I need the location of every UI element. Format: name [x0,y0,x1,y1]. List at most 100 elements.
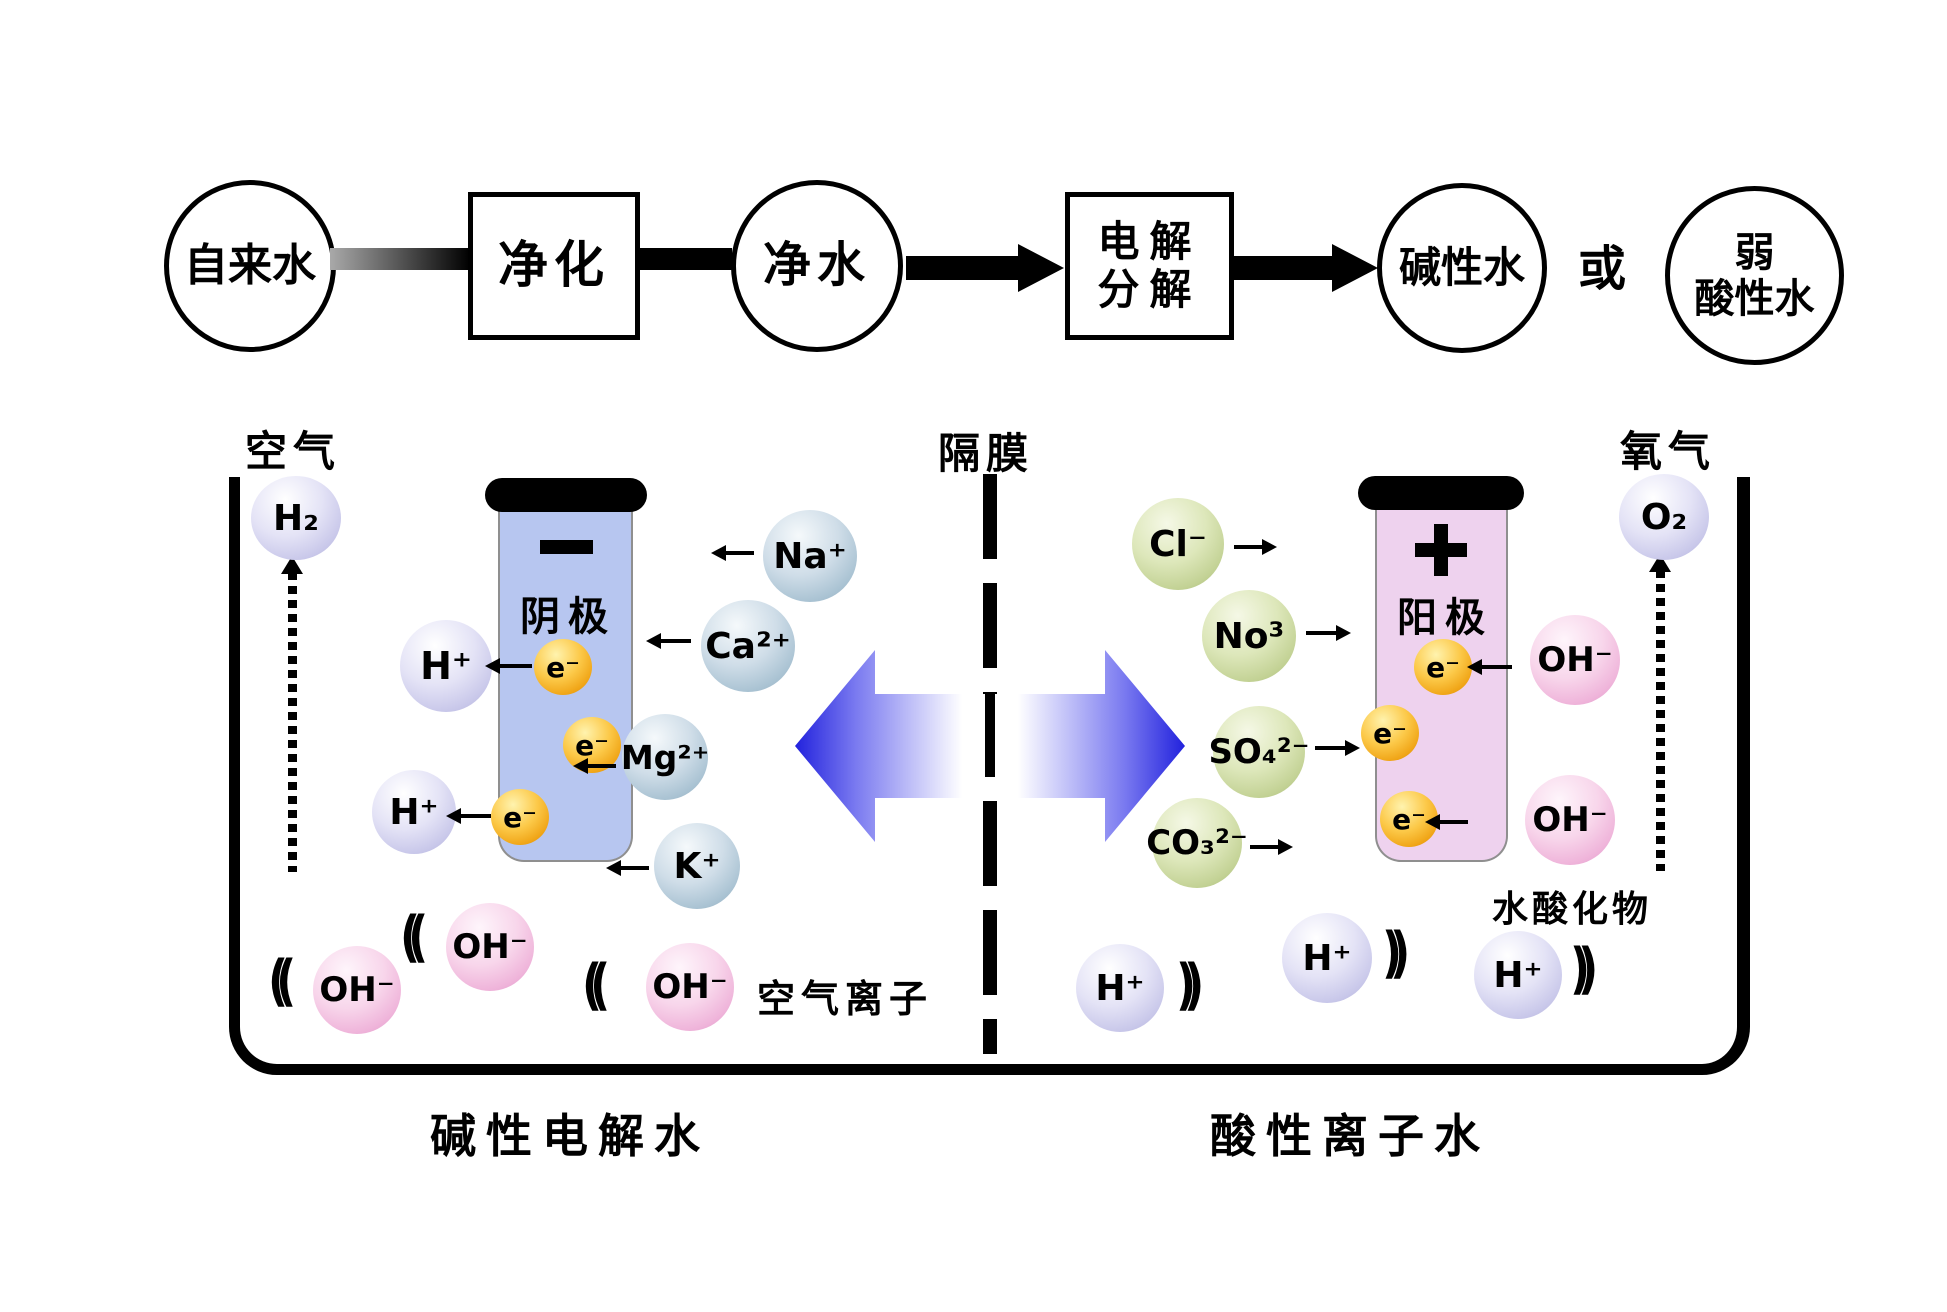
electron-transfer-arrow [446,808,491,824]
co3-label: CO₃²⁻ [1146,823,1248,863]
ion-arrow [711,545,754,561]
electron-label: e⁻ [1426,650,1460,684]
purification-label: 净化 [498,236,610,295]
electron-label: e⁻ [546,650,580,684]
no3-label: No³ [1213,615,1285,657]
electron-sphere: e⁻ [534,639,592,695]
oh-minus-sphere: OH⁻ [1530,615,1620,705]
ion-arrow [1306,625,1351,641]
vibration-marks: )) [1382,921,1410,986]
oh-minus-sphere: OH⁻ [446,903,534,991]
electron-label: e⁻ [1373,716,1407,750]
anion-sphere-co3: CO₃²⁻ [1146,798,1248,888]
flow-arrow-1 [906,244,1064,292]
h-plus-sphere: H⁺ [1076,944,1164,1032]
ca-label: Ca²⁺ [705,625,791,667]
h-plus-sphere: H⁺ [400,620,492,712]
h-plus-label: H⁺ [389,791,439,833]
electrolysis-label-line2: 分解 [1097,265,1202,314]
ion-arrow [1234,539,1277,555]
cathode-cap [485,478,647,512]
oh-minus-label: OH⁻ [1532,800,1608,840]
oh-minus-sphere: OH⁻ [313,946,401,1034]
cation-sphere-na: Na⁺ [763,510,857,602]
cation-sphere-ca: Ca²⁺ [701,600,795,692]
o2-label: O₂ [1640,496,1688,538]
electrolysis-label-line1: 电解 [1097,216,1202,266]
weak-acid-label-line2: 酸性水 [1694,275,1815,322]
cl-label: Cl⁻ [1149,523,1207,565]
vibration-marks: (( [582,953,610,1018]
anion-sphere-so4: SO₄²⁻ [1208,706,1310,798]
alkaline-water-label: 碱性水 [1398,242,1525,292]
electron-sphere: e⁻ [491,789,549,845]
electron-label: e⁻ [1392,802,1426,836]
o2-rise-arrow [1649,554,1671,871]
flow-node-electrolysis: 电解 分解 [1065,192,1234,340]
vibration-marks: (( [400,905,428,970]
electron-sphere: e⁻ [1414,639,1472,695]
h-plus-label: H⁺ [1493,954,1543,996]
electron-label: e⁻ [575,728,609,762]
o2-sphere: O₂ [1619,474,1709,560]
h2-label: H₂ [273,497,319,539]
cation-sphere-mg: Mg²⁺ [620,714,710,800]
cathode-label: 阴极 [520,594,616,640]
ion-arrow [1315,740,1360,756]
flow-node-weak-acid-water: 弱 酸性水 [1665,186,1844,365]
electron-transfer-arrow [1425,814,1468,830]
ion-arrow [646,633,691,649]
h-plus-label: H⁺ [420,644,472,688]
vibration-marks: )) [1570,937,1598,1002]
h-plus-sphere: H⁺ [1282,913,1372,1003]
h-plus-label: H⁺ [1302,937,1352,979]
electron-transfer-arrow [485,658,532,674]
air-ions-label: 空气离子 [757,977,934,1021]
oh-minus-sphere: OH⁻ [1525,775,1615,865]
electron-label: e⁻ [503,800,537,834]
h-plus-label: H⁺ [1095,967,1145,1009]
cation-sphere-k: K⁺ [654,823,740,909]
flow-arrow-2 [1234,244,1378,292]
k-label: K⁺ [673,845,721,887]
h2-sphere: H₂ [251,476,341,560]
anion-sphere-no3: No³ [1202,590,1296,682]
plus-sign [1434,524,1448,576]
flow-node-purified-water: 净水 [731,180,903,352]
na-label: Na⁺ [773,535,847,577]
anode-label: 阳极 [1397,595,1493,641]
or-label: 或 [1578,241,1627,297]
purified-water-label: 净水 [762,237,871,294]
oh-minus-sphere: OH⁻ [646,943,734,1031]
vibration-marks: )) [1176,953,1204,1018]
oh-minus-label: OH⁻ [1537,640,1613,680]
alkaline-water-title: 碱性电解水 [430,1109,710,1163]
h2-rise-arrow [281,556,303,872]
oh-minus-label: OH⁻ [319,970,395,1010]
acid-water-title: 酸性离子水 [1210,1109,1490,1163]
h-plus-sphere: H⁺ [372,770,456,854]
electron-transfer-arrow [1467,659,1512,675]
membrane-line [983,474,997,1054]
flow-node-alkaline-water: 碱性水 [1377,183,1547,353]
mg-label: Mg²⁺ [620,737,710,777]
minus-sign [540,540,593,554]
ion-arrow [606,860,649,876]
water-acid-compound-label: 水酸化物 [1492,889,1653,930]
air-label: 空气 [245,427,342,476]
electron-sphere: e⁻ [1361,705,1419,761]
membrane-label: 隔膜 [938,429,1035,478]
flow-node-purification: 净化 [468,192,640,340]
anion-sphere-cl: Cl⁻ [1132,498,1224,590]
ion-arrow [1250,839,1293,855]
ion-arrow [573,758,616,774]
electron-sphere: e⁻ [563,717,621,773]
anode-cap [1358,476,1524,510]
vibration-marks: (( [268,949,296,1014]
oxygen-label: 氧气 [1620,427,1717,476]
so4-label: SO₄²⁻ [1208,732,1310,772]
oh-minus-label: OH⁻ [652,967,728,1007]
h-plus-sphere: H⁺ [1474,931,1562,1019]
weak-acid-label-line1: 弱 [1734,229,1775,276]
